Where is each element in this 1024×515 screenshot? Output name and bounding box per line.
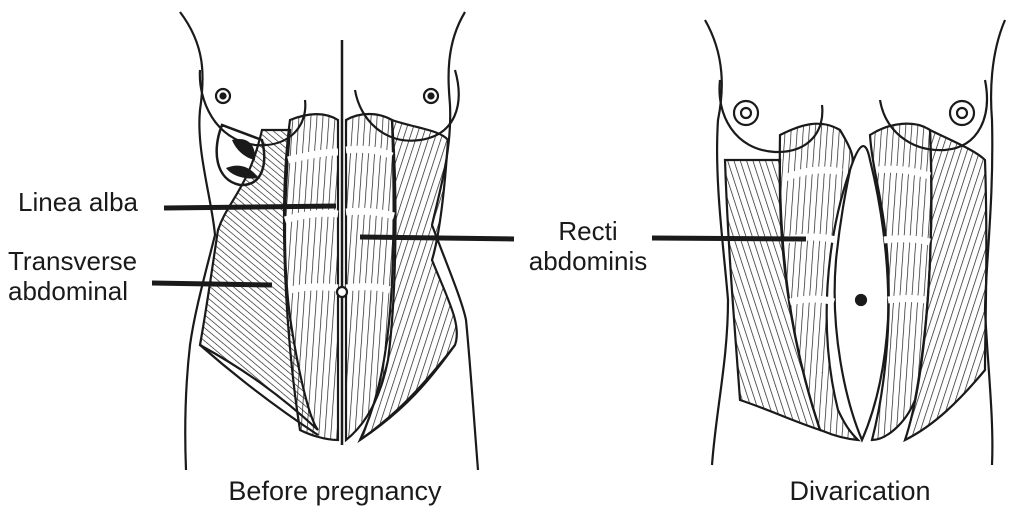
label-transverse-abdominal: Transverse abdominal: [8, 246, 137, 306]
label-recti-abdominis: Recti abdominis: [528, 216, 648, 276]
label-linea-alba: Linea alba: [18, 187, 138, 217]
leader-linea-alba: [164, 206, 336, 208]
leader-recti-right: [652, 238, 806, 239]
nipple-right-b: [950, 101, 974, 125]
leader-recti-left: [360, 237, 514, 239]
figure-before-pregnancy: [180, 12, 478, 470]
navel-before: [337, 287, 347, 297]
label-recti-line2: abdominis: [528, 246, 648, 276]
caption-divarication: Divarication: [740, 476, 980, 507]
nipple-left-b: [734, 101, 758, 125]
navel-divarication: [856, 295, 866, 305]
label-transverse-line2: abdominal: [8, 276, 137, 306]
caption-before-pregnancy: Before pregnancy: [190, 476, 480, 507]
label-recti-line1: Recti: [528, 216, 648, 246]
figure-divarication: [705, 20, 1005, 465]
label-transverse-line1: Transverse: [8, 246, 137, 276]
leader-transverse-abdominal: [152, 283, 272, 285]
